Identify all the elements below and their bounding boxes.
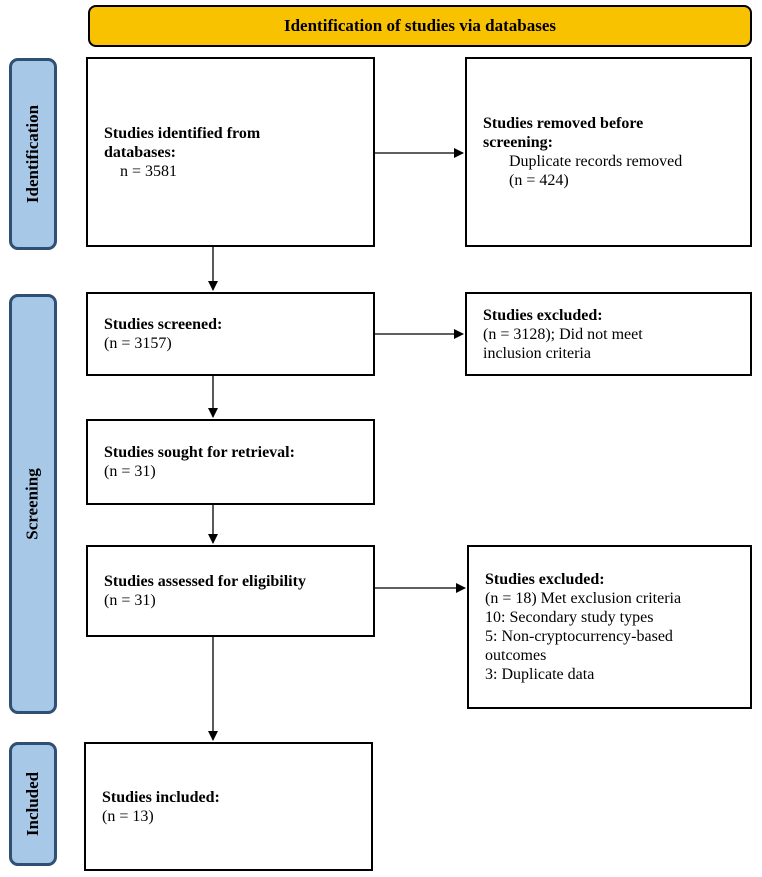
phase-identification: Identification: [9, 58, 57, 250]
removed-count: (n = 424): [509, 172, 569, 189]
box-assessed-eligibility: Studies assessed for eligibility (n = 31…: [86, 545, 375, 637]
identified-count: n = 3581: [120, 162, 178, 180]
included-count: (n = 13): [102, 807, 154, 825]
box-sought-retrieval: Studies sought for retrieval: (n = 31): [86, 419, 375, 505]
included-title: Studies included:: [102, 788, 220, 806]
box-excluded-screening: Studies excluded: (n = 3128); Did not me…: [465, 292, 752, 376]
eligibility-title: Studies assessed for eligibility: [104, 573, 306, 590]
excluded-screen-line1: (n = 3128); Did not meet: [483, 325, 643, 343]
retrieval-title: Studies sought for retrieval:: [104, 444, 295, 461]
retrieval-count: (n = 31): [104, 463, 156, 480]
excluded-elig-item: (n = 18) Met exclusion criteria: [485, 590, 682, 607]
phase-included: Included: [9, 742, 57, 866]
box-studies-included: Studies included: (n = 13): [84, 742, 373, 871]
box-studies-identified: Studies identified from databases: n = 3…: [86, 57, 375, 247]
excluded-screen-line2: inclusion criteria: [483, 344, 591, 362]
excluded-elig-item: 5: Non-cryptocurrency-based: [485, 628, 673, 645]
excluded-elig-item: 10: Secondary study types: [485, 609, 654, 626]
screened-title: Studies screened:: [104, 316, 223, 333]
excluded-screen-title: Studies excluded:: [483, 306, 603, 324]
box-studies-removed: Studies removed before screening: Duplic…: [465, 57, 752, 247]
identified-title: Studies identified from databases:: [104, 124, 261, 161]
box-studies-screened: Studies screened: (n = 3157): [86, 292, 375, 376]
excluded-elig-item: 3: Duplicate data: [485, 666, 595, 683]
header-title: Identification of studies via databases: [283, 16, 557, 35]
box-excluded-eligibility: Studies excluded: (n = 18) Met exclusion…: [467, 545, 752, 709]
excluded-elig-item: outcomes: [485, 647, 547, 664]
removed-detail: Duplicate records removed: [509, 153, 683, 170]
excluded-elig-title: Studies excluded:: [485, 571, 605, 588]
eligibility-count: (n = 31): [104, 592, 156, 609]
header-banner: Identification of studies via databases: [88, 5, 752, 47]
phase-screening: Screening: [9, 294, 57, 714]
screened-count: (n = 3157): [104, 335, 172, 352]
removed-title: Studies removed before screening:: [483, 115, 644, 151]
